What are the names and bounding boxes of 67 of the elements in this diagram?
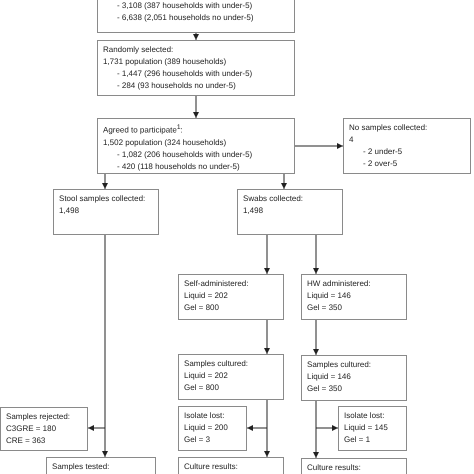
- box-text: Samples tested:: [52, 461, 110, 473]
- process-box: [97, 40, 295, 96]
- box-text: Gel = 1: [344, 434, 370, 446]
- process-box: [237, 189, 343, 235]
- arrow: [264, 234, 270, 274]
- box-text: Liquid = 202: [184, 290, 228, 302]
- arrow: [102, 234, 108, 458]
- box-text: Samples cultured:: [184, 358, 248, 370]
- box-text: Self-administered:: [184, 278, 248, 290]
- box-text: HW administered:: [307, 278, 371, 290]
- box-text: Liquid = 145: [344, 422, 388, 434]
- box-text: Gel = 800: [184, 302, 219, 314]
- box-text: Samples rejected:: [6, 411, 70, 423]
- arrow: [294, 143, 344, 149]
- process-box: [97, 0, 295, 33]
- box-text: - 1,082 (206 households with under-5): [116, 148, 252, 161]
- box-text: Samples cultured:: [307, 359, 372, 371]
- box-text: 1,498: [243, 205, 264, 217]
- box-text: - 2 over-5: [362, 158, 398, 170]
- box-text: CRE = 363: [6, 435, 46, 447]
- box-text: Isolate lost:: [344, 410, 384, 422]
- process-box: [338, 406, 407, 451]
- box-text: 1,502 population (324 households): [103, 136, 226, 149]
- box-text: Liquid = 200: [184, 422, 228, 434]
- process-box: [0, 407, 88, 451]
- box-text: - 2 under-5: [362, 146, 402, 158]
- process-box: [53, 189, 159, 235]
- box-text: Isolate lost:: [184, 410, 224, 422]
- arrow: [193, 32, 199, 40]
- box-text: - 420 (118 households no under-5): [116, 160, 240, 173]
- box-text: C3GRE = 180: [6, 423, 56, 435]
- box-text: Gel = 800: [184, 382, 219, 394]
- box-text: Swabs collected:: [243, 193, 304, 205]
- process-box: [178, 274, 284, 320]
- box-text: Gel = 3: [184, 434, 210, 446]
- process-box: [178, 406, 247, 451]
- process-box: [97, 118, 295, 174]
- box-text: 1,498: [59, 205, 80, 217]
- process-box: [301, 355, 407, 401]
- box-text: - 3,108 (387 households with under-5): [116, 0, 252, 12]
- box-text: No samples collected:: [349, 122, 428, 134]
- process-box: [301, 274, 407, 320]
- arrow: [313, 400, 319, 458]
- arrow: [264, 400, 270, 458]
- process-box: [343, 118, 471, 174]
- arrow: [193, 96, 199, 118]
- box-text: Randomly selected:: [103, 44, 174, 56]
- box-text: - 284 (93 households no under-5): [116, 80, 236, 92]
- box-text: Gel = 350: [307, 383, 342, 395]
- box-text: Culture results:: [184, 461, 238, 473]
- box-text: Liquid = 146: [307, 290, 351, 302]
- box-text: Culture results:: [307, 462, 361, 474]
- arrow: [313, 320, 319, 356]
- arrow: [102, 174, 108, 190]
- box-text: 4: [349, 134, 354, 146]
- box-text: - 1,447 (296 households with under-5): [116, 68, 252, 80]
- arrow: [264, 320, 270, 354]
- box-text: Gel = 350: [307, 302, 342, 314]
- box-text: - 6,638 (2,051 households no under-5): [116, 12, 254, 24]
- process-box: [178, 354, 284, 400]
- box-text: 1,731 population (389 households): [103, 56, 226, 68]
- box-text: Liquid = 202: [184, 370, 228, 382]
- box-text: Liquid = 146: [307, 371, 351, 383]
- box-text: Agreed to participate$^{1}$:: [103, 123, 183, 137]
- arrow: [313, 234, 319, 274]
- box-text: Stool samples collected:: [59, 193, 146, 205]
- arrow: [281, 174, 287, 190]
